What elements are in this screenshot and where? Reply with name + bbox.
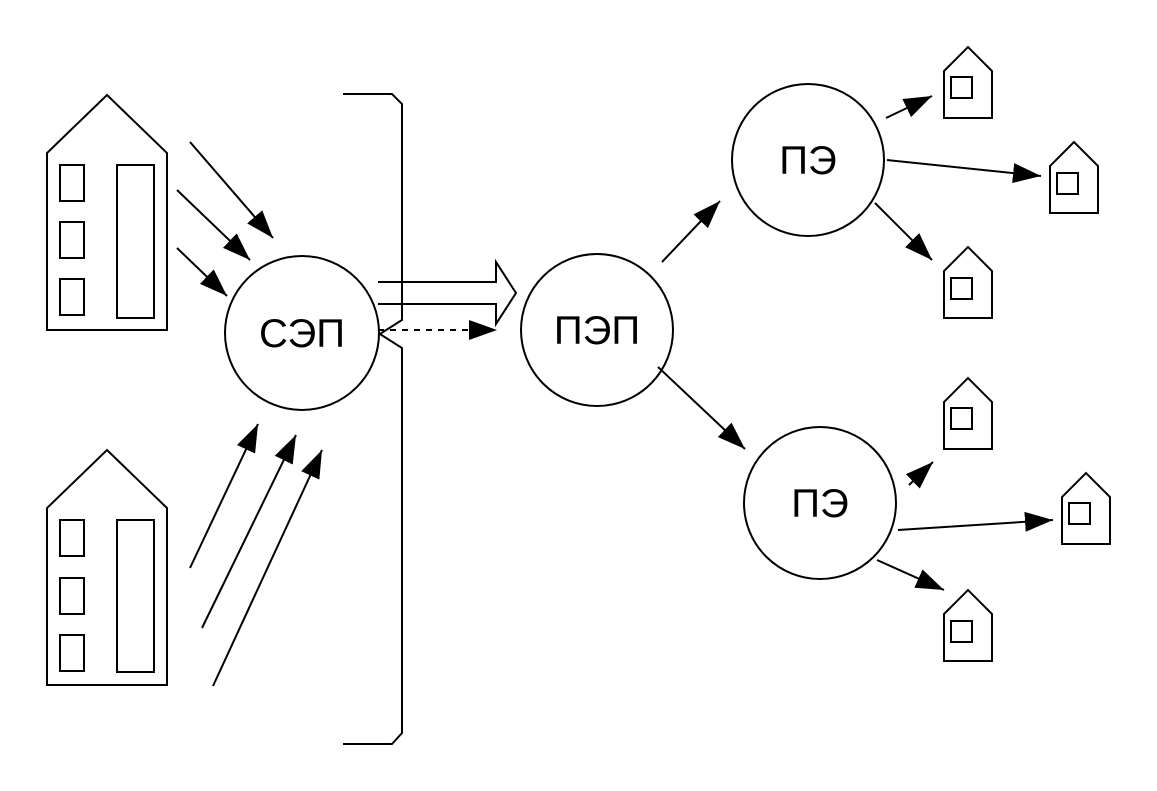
node-pe-bottom-label: ПЭ bbox=[791, 482, 849, 526]
node-pe-bottom: ПЭ bbox=[743, 426, 897, 580]
node-pep-label: ПЭП bbox=[554, 309, 640, 353]
node-pe-top-label: ПЭ bbox=[779, 139, 837, 183]
arrow-icon bbox=[657, 366, 746, 450]
node-pep: ПЭП bbox=[520, 253, 674, 407]
arrow-icon bbox=[897, 511, 1054, 532]
block-arrow-icon bbox=[378, 258, 518, 328]
arrow-icon bbox=[876, 559, 945, 591]
building-icon-top bbox=[46, 93, 168, 331]
arrow-icon bbox=[176, 189, 251, 261]
house-icon bbox=[943, 245, 993, 319]
arrow-icon bbox=[189, 141, 274, 239]
arrow-icon bbox=[212, 449, 323, 687]
arrow-icon bbox=[874, 202, 933, 261]
node-sep: СЭП bbox=[224, 255, 380, 411]
house-icon bbox=[943, 376, 993, 450]
arrow-icon bbox=[176, 247, 228, 297]
building-icon-bottom bbox=[46, 448, 168, 686]
arrow-icon bbox=[189, 423, 259, 569]
arrow-icon bbox=[661, 200, 721, 263]
arrow-icon bbox=[886, 159, 1042, 184]
arrow-icon bbox=[905, 461, 934, 489]
bracket-icon bbox=[343, 93, 403, 745]
node-sep-label: СЭП bbox=[259, 312, 345, 356]
house-icon bbox=[1061, 471, 1111, 545]
house-icon bbox=[943, 588, 993, 662]
house-icon bbox=[1049, 140, 1099, 214]
house-icon bbox=[943, 45, 993, 119]
node-pe-top: ПЭ bbox=[731, 83, 885, 237]
arrow-icon bbox=[885, 95, 933, 119]
arrow-icon bbox=[201, 434, 297, 629]
